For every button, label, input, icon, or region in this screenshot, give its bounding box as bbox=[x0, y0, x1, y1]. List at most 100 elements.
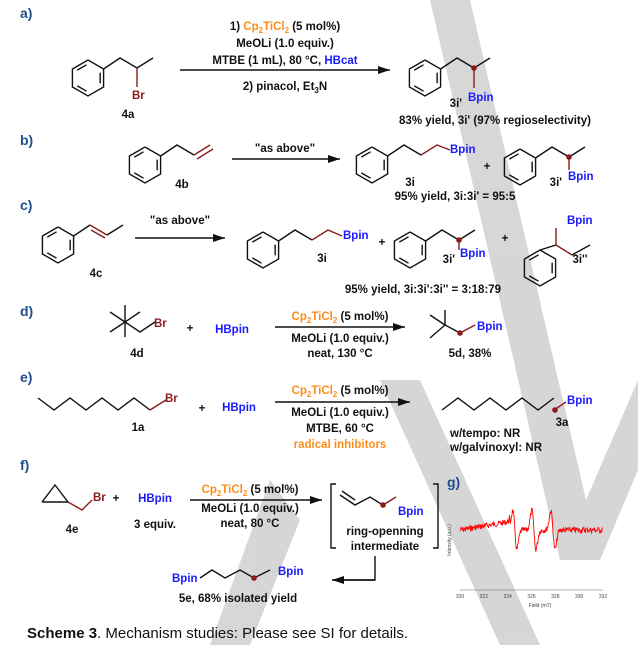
d-condition-2: MeOLi (1.0 equiv.) bbox=[291, 333, 389, 345]
e-condition-3: MTBE, 60 °C bbox=[306, 423, 374, 435]
bpin-label: Bpin bbox=[278, 566, 304, 578]
compound-4a: 4a bbox=[122, 109, 135, 121]
double-bond bbox=[528, 275, 539, 282]
arrowhead bbox=[398, 398, 410, 406]
hbpin-reagent: HBpin bbox=[138, 493, 172, 505]
bond bbox=[109, 321, 126, 333]
x-tick-label: 326 bbox=[527, 594, 536, 600]
compound-4d: 4d bbox=[130, 348, 143, 360]
double-bond bbox=[360, 172, 371, 179]
benzene-ring bbox=[246, 231, 280, 269]
bond bbox=[278, 229, 313, 242]
d-condition-3: neat, 130 °C bbox=[307, 348, 372, 360]
e-condition-4: radical inhibitors bbox=[294, 439, 387, 451]
bpin-label: Bpin bbox=[343, 230, 369, 242]
bond bbox=[425, 229, 476, 242]
compound-4e: 4e bbox=[66, 524, 79, 536]
c-condition: "as above" bbox=[150, 215, 210, 227]
double-bond bbox=[251, 236, 262, 243]
compound-3i-prime: 3i' bbox=[443, 254, 456, 266]
part-label-c: c) bbox=[20, 197, 32, 213]
benzene-ring bbox=[355, 146, 389, 184]
part-label-a: a) bbox=[20, 5, 32, 21]
x-tick-label: 322 bbox=[480, 594, 489, 600]
double-bond bbox=[133, 151, 144, 158]
bond bbox=[67, 499, 93, 511]
x-tick-label: 320 bbox=[456, 594, 465, 600]
part-label-d: d) bbox=[20, 303, 33, 319]
bond bbox=[539, 244, 557, 251]
bond bbox=[199, 569, 271, 579]
b-condition: "as above" bbox=[255, 143, 315, 155]
bromine-label: Br bbox=[93, 492, 106, 504]
double-bond bbox=[413, 85, 424, 92]
double-bond bbox=[251, 257, 262, 264]
x-tick-label: 328 bbox=[551, 594, 560, 600]
benzene-ring bbox=[408, 59, 442, 97]
bpin-label: Bpin bbox=[398, 506, 424, 518]
bromine-label: Br bbox=[132, 90, 145, 102]
part-label-f: f) bbox=[20, 457, 29, 473]
benzene-ring bbox=[41, 226, 75, 264]
compound-1a: 1a bbox=[132, 422, 145, 434]
bpin-label: Bpin bbox=[172, 573, 198, 585]
arrowhead bbox=[378, 66, 390, 74]
compound-3i-double-prime: 3i'' bbox=[572, 254, 587, 266]
bond bbox=[103, 57, 154, 70]
bpin-label: Bpin bbox=[568, 171, 594, 183]
benzene-ring bbox=[523, 249, 557, 287]
bond bbox=[555, 244, 573, 256]
bpin-label: Bpin bbox=[450, 144, 476, 156]
bond bbox=[193, 144, 211, 156]
plus-sign: + bbox=[502, 233, 509, 245]
plus-sign: + bbox=[187, 323, 194, 335]
double-bond bbox=[46, 231, 57, 238]
double-bond bbox=[508, 174, 519, 181]
double-bond bbox=[360, 151, 371, 158]
b-yield: 95% yield, 3i:3i' = 95:5 bbox=[395, 191, 516, 203]
radical-dot bbox=[471, 65, 477, 71]
arrowhead bbox=[328, 155, 340, 163]
benzene-ring bbox=[393, 231, 427, 269]
bond bbox=[160, 144, 195, 157]
bond bbox=[441, 397, 555, 411]
benzene-ring bbox=[71, 59, 105, 97]
hbpin-reagent: HBpin bbox=[222, 402, 256, 414]
bpin-label: Bpin bbox=[567, 215, 593, 227]
bond bbox=[311, 229, 343, 241]
scheme-caption: Scheme 3. Mechanism studies: Please see … bbox=[27, 625, 408, 642]
f-condition-2: MeOLi (1.0 equiv.) bbox=[201, 503, 299, 515]
double-bond bbox=[413, 64, 424, 71]
a-condition-1: 1) Cp2TiCl2 (5 mol%) bbox=[230, 21, 340, 35]
bond bbox=[149, 399, 167, 411]
y-axis-title: Intensity (a.u.) bbox=[447, 524, 453, 556]
bond bbox=[341, 490, 356, 501]
plus-sign: + bbox=[113, 493, 120, 505]
double-bond bbox=[76, 64, 87, 71]
c-yield: 95% yield, 3i:3i':3i'' = 3:18:79 bbox=[345, 284, 501, 296]
hbpin-equiv: 3 equiv. bbox=[134, 519, 176, 531]
bond bbox=[387, 144, 422, 157]
bond bbox=[339, 494, 384, 506]
double-bond bbox=[133, 172, 144, 179]
bond bbox=[444, 310, 461, 334]
watermark bbox=[210, 0, 638, 645]
bond bbox=[571, 244, 591, 256]
a-condition-3: MTBE (1 mL), 80 °C, HBcat bbox=[212, 55, 357, 67]
bond bbox=[37, 397, 151, 411]
bond bbox=[196, 148, 214, 160]
galvinoxyl-result: w/galvinoxyl: NR bbox=[449, 442, 543, 454]
bond bbox=[73, 224, 91, 237]
radical-dot bbox=[566, 154, 572, 160]
double-bond bbox=[398, 236, 409, 243]
radical-dot bbox=[457, 330, 463, 336]
compound-3a: 3a bbox=[556, 417, 569, 429]
bromine-label: Br bbox=[165, 393, 178, 405]
intermediate-label-1: ring-openning bbox=[346, 526, 423, 538]
a-condition-4: 2) pinacol, Et3N bbox=[243, 81, 327, 95]
intermediate-label-2: intermediate bbox=[351, 541, 419, 553]
bpin-label: Bpin bbox=[567, 395, 593, 407]
f-condition-3: neat, 80 °C bbox=[221, 518, 280, 530]
